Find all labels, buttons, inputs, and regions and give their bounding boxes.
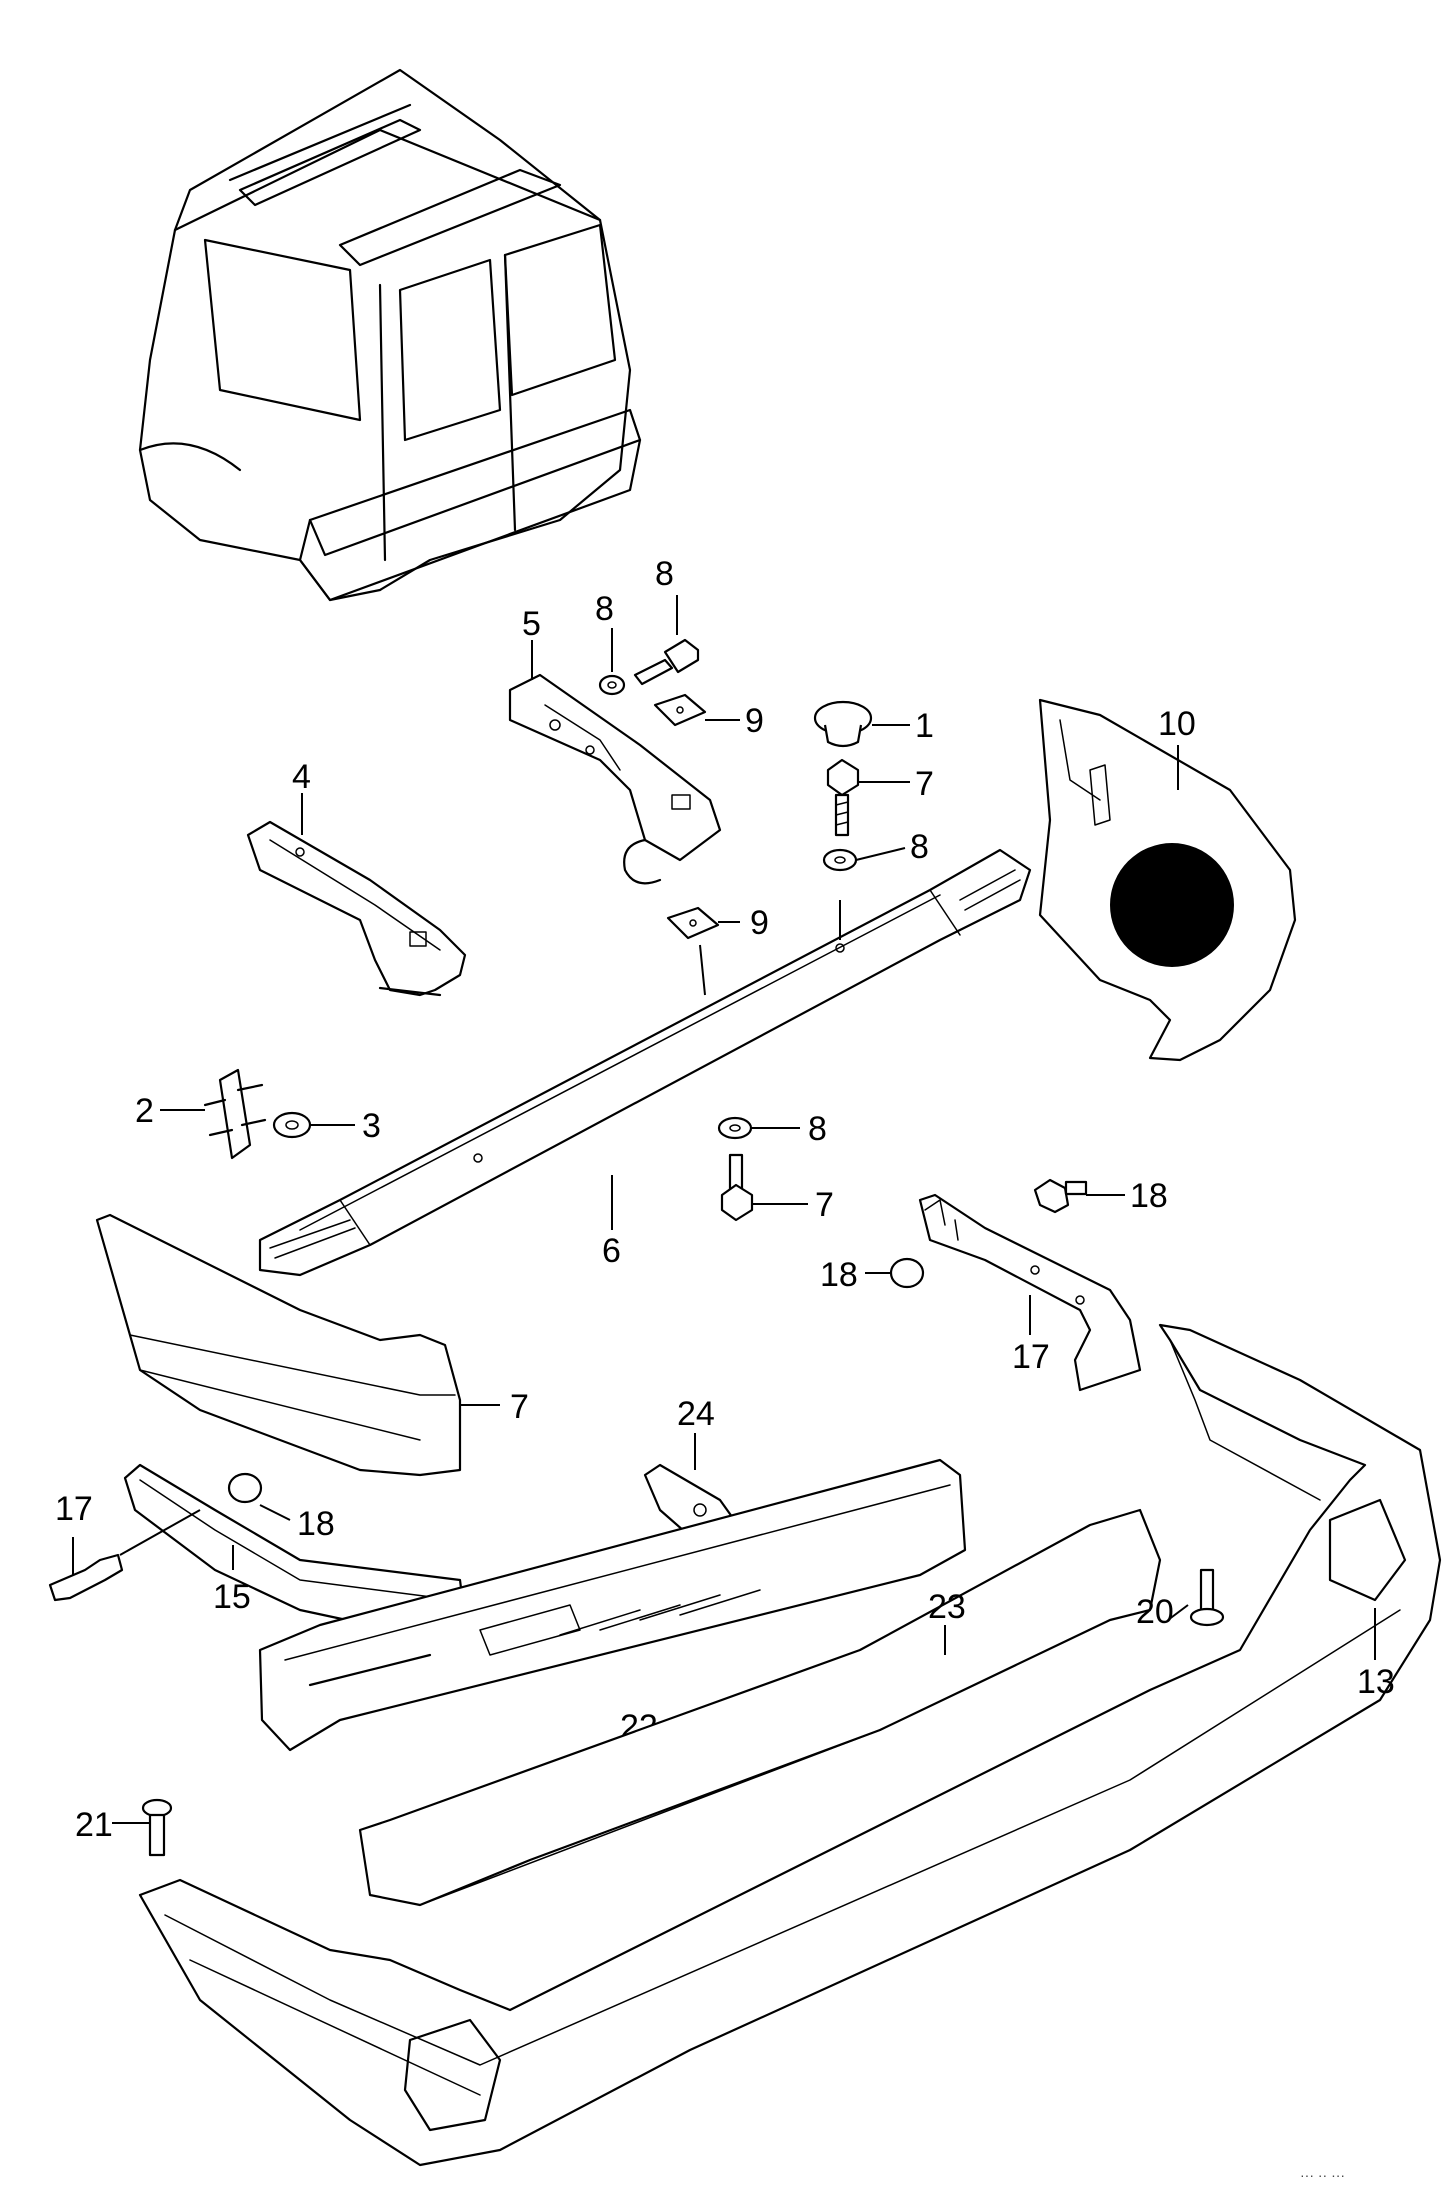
part-8-washer-upper — [822, 848, 858, 872]
callout-19-right: 18 — [820, 1256, 858, 1294]
part-9-clip-lower — [666, 906, 720, 940]
van-illustration — [138, 68, 642, 602]
callout-4: 4 — [292, 758, 311, 796]
callout-11: 10 — [1158, 705, 1196, 743]
part-7-bolt-lower — [720, 1153, 754, 1222]
part-5-bracket — [508, 673, 722, 885]
callout-1: 1 — [915, 707, 934, 745]
callout-18-right: 18 — [1130, 1177, 1168, 1215]
callout-7-upper: 7 — [915, 765, 934, 803]
part-9-clip-upper — [653, 693, 707, 727]
callout-16: 15 — [213, 1578, 251, 1616]
callout-9-lower: 9 — [750, 904, 769, 942]
callout-8-upper: 8 — [910, 828, 929, 866]
callout-17: 17 — [1012, 1338, 1050, 1376]
part-22-absorber — [258, 1458, 967, 1752]
part-2-mount — [203, 1068, 267, 1160]
callout-20: 20 — [1136, 1593, 1174, 1631]
callout-2: 2 — [135, 1092, 154, 1130]
callout-10: 7 — [510, 1388, 529, 1426]
part-15-bumper-cover — [138, 1323, 1442, 2167]
part-1-cap — [813, 700, 873, 748]
part-8-washer-lower — [717, 1116, 753, 1140]
part-3-grommet — [272, 1111, 312, 1139]
part-10-end-cap — [95, 1213, 462, 1477]
callout-19-left: 18 — [297, 1505, 335, 1543]
callout-8-lower: 8 — [808, 1110, 827, 1148]
catalog-code: ··· ·· ··· — [1300, 2167, 1345, 2183]
part-18-pin-right — [1033, 1178, 1088, 1214]
callout-15: 13 — [1357, 1663, 1395, 1701]
callout-23: 23 — [928, 1588, 966, 1626]
part-17-bracket — [918, 1193, 1142, 1392]
part-19-grommet-right — [889, 1257, 925, 1289]
callout-13: 8 — [595, 590, 614, 628]
part-13-washer — [598, 674, 626, 696]
part-14-bolt — [633, 638, 700, 686]
callout-5: 5 — [522, 605, 541, 643]
callout-14: 8 — [655, 555, 674, 593]
part-21-clip — [141, 1798, 173, 1857]
part-18-pin-left — [48, 1553, 124, 1602]
part-23-reinforcement — [358, 1508, 1162, 1907]
callout-7-lower: 7 — [815, 1186, 834, 1224]
callout-3: 3 — [362, 1107, 381, 1145]
callout-6: 6 — [602, 1232, 621, 1270]
callout-24: 24 — [677, 1395, 715, 1433]
callout-9-upper: 9 — [745, 702, 764, 740]
part-20-screw — [1189, 1568, 1225, 1627]
part-7-bolt-upper — [826, 758, 860, 837]
part-19-grommet-left — [227, 1472, 263, 1504]
callout-18-left: 17 — [55, 1490, 93, 1528]
part-4-bracket — [246, 820, 467, 997]
part-6-beam — [258, 848, 1032, 1277]
obscured-marker — [1110, 843, 1234, 967]
part-11-end-cap — [1038, 698, 1297, 1062]
callout-21: 21 — [75, 1806, 113, 1844]
